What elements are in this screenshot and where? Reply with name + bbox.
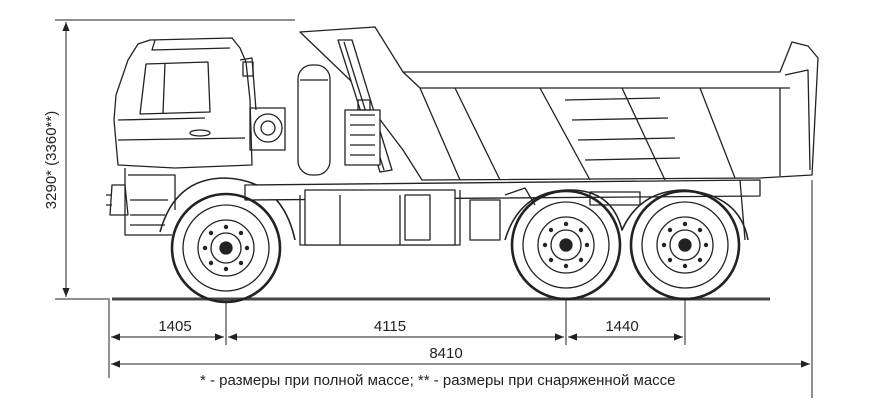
cab [106, 37, 257, 236]
dump-body [299, 26, 819, 181]
footnote: * - размеры при полной массе; ** - разме… [200, 372, 676, 389]
chassis-frame [244, 179, 761, 246]
truck-illustration [106, 26, 819, 304]
wheelbase-front-label: 4115 [374, 318, 406, 335]
wheelbase-rear-label: 1440 [605, 318, 638, 335]
front-overhang-label: 1405 [158, 318, 191, 335]
rear-wheel-2 [629, 189, 741, 301]
rear-wheel-1 [510, 189, 622, 301]
overall-length-label: 8410 [429, 345, 462, 362]
extension-lines [108, 180, 813, 398]
rear-fender [504, 189, 749, 241]
air-intake [297, 64, 331, 176]
tank-box [344, 99, 381, 166]
height-dimension [55, 19, 295, 300]
front-wheel [170, 192, 282, 304]
spare-parts [249, 107, 286, 151]
height-label: 3290* (3360**) [43, 111, 60, 209]
front-fender [159, 177, 296, 241]
